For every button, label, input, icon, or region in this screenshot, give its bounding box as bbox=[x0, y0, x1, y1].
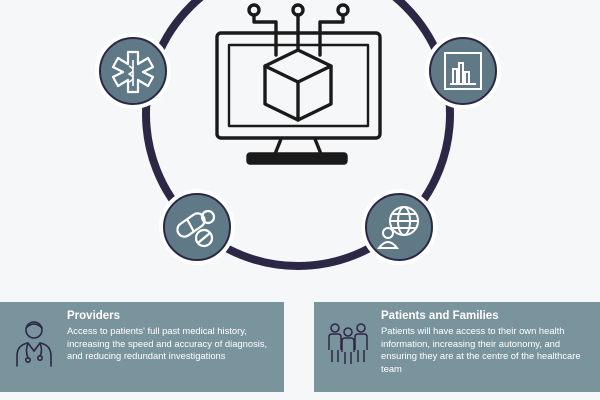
node-medical-star bbox=[95, 33, 171, 109]
pills-icon bbox=[176, 209, 216, 248]
ring bbox=[142, 0, 454, 270]
doctor-icon bbox=[16, 321, 52, 367]
patients-panel: Patients and Families Patients will have… bbox=[314, 302, 600, 392]
global-user-icon bbox=[376, 206, 419, 249]
node-global-user bbox=[361, 189, 437, 265]
medical-star-icon bbox=[111, 50, 155, 94]
bar-chart-icon bbox=[444, 52, 482, 90]
computer-blockchain-icon bbox=[215, 3, 382, 165]
patients-text: Patients will have access to their own h… bbox=[381, 325, 581, 374]
ring-diagram bbox=[95, 0, 501, 270]
patients-title: Patients and Families bbox=[381, 310, 499, 322]
family-icon bbox=[328, 323, 368, 364]
node-pills bbox=[159, 189, 235, 265]
providers-title: Providers bbox=[67, 310, 121, 322]
providers-text: Access to patients' full past medical hi… bbox=[67, 325, 268, 362]
node-bar-chart bbox=[425, 33, 501, 109]
providers-panel: Providers Access to patients' full past … bbox=[0, 302, 284, 392]
